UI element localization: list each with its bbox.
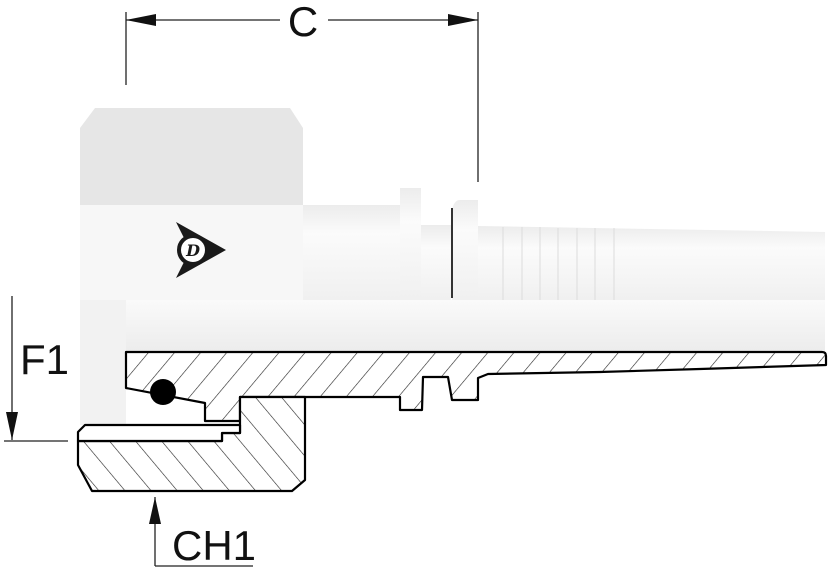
hose-tail — [478, 226, 825, 300]
nut-exterior — [80, 108, 303, 425]
arrowhead-down-icon — [6, 412, 18, 440]
dimension-f1: F1 — [4, 296, 69, 442]
body-lower-half — [126, 300, 825, 352]
dunlop-logo: D — [176, 222, 226, 278]
nut-bore-slot — [76, 423, 242, 443]
o-ring — [150, 379, 176, 405]
body-section — [124, 350, 828, 423]
dimension-ch1-label: CH1 — [172, 522, 256, 569]
tail-serrations — [502, 227, 615, 300]
svg-text:D: D — [185, 241, 200, 260]
dimension-c: C — [125, 0, 479, 182]
groove — [421, 225, 451, 300]
collar — [400, 188, 421, 300]
arrowhead-up-icon — [149, 497, 161, 524]
hex-face-front — [80, 205, 303, 352]
dimension-ch1: CH1 — [149, 497, 256, 569]
hex-face-top — [80, 108, 303, 205]
nut-end-face — [80, 300, 126, 425]
body-exterior — [126, 188, 825, 352]
dimension-f1-label: F1 — [20, 336, 69, 383]
arrowhead-left-icon — [126, 14, 156, 26]
collar — [452, 200, 478, 300]
arrowhead-right-icon — [448, 14, 478, 26]
dimension-c-label: C — [288, 0, 318, 45]
